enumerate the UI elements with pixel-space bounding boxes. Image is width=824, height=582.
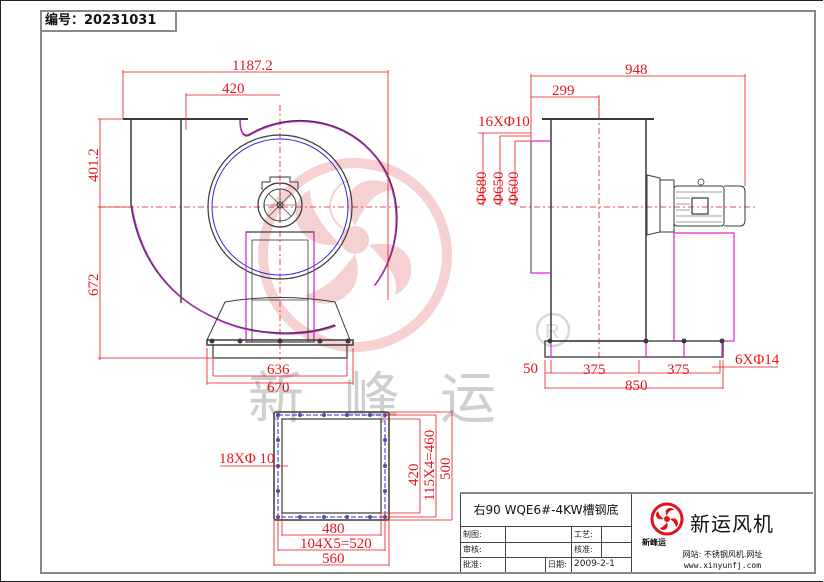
row-label-2: 日期:	[546, 557, 572, 572]
company-name: 新运风机	[690, 512, 774, 536]
dim-dia-outer: Φ680	[474, 172, 490, 205]
dim-base-outer: 670	[267, 380, 290, 396]
watermark-fan-logo	[258, 158, 452, 352]
dim-dia-mid: Φ650	[491, 172, 507, 205]
dim-flange-inner-height: 420	[406, 464, 422, 487]
dim-flange-outer-width: 560	[322, 551, 345, 567]
row-label: 批准:	[461, 557, 506, 572]
dim-base-holes: 6XΦ14	[735, 352, 780, 368]
dim-dia-inner: Φ600	[506, 172, 522, 205]
dim-base-span-1: 375	[583, 362, 606, 378]
dim-base-edge: 50	[523, 361, 538, 377]
dim-lower-height: 672	[86, 274, 102, 297]
dim-base-inner: 636	[267, 362, 290, 378]
row-label-2: 核准:	[572, 542, 602, 557]
row-label: 审核:	[461, 542, 506, 557]
drawing-number-value: 20231031	[84, 13, 157, 28]
front-view	[100, 105, 400, 360]
dim-base-total: 850	[625, 378, 648, 394]
dim-base-span-2: 375	[667, 362, 690, 378]
website-url: www.xinyunfj.com	[683, 561, 762, 570]
watermark-brand-text: 新峰运	[248, 367, 536, 432]
website-label: 网站: 不锈钢风机.网址	[682, 550, 763, 559]
dim-overall-length: 948	[625, 62, 648, 78]
dim-flange-holes: 18XΦ 10	[219, 451, 275, 467]
drawing-number-label: 编号：	[45, 13, 85, 28]
dim-flange-holes: 16XΦ10	[478, 114, 530, 130]
dim-flange-pitch-vertical: 115X4=460	[422, 430, 438, 501]
row-label-2: 工艺:	[572, 527, 602, 542]
side-view-dimensions	[478, 74, 778, 389]
dim-flange-pitch-horizontal: 104X5=520	[300, 536, 372, 552]
dim-overall-width: 1187.2	[232, 58, 273, 74]
title-block-row: 批准: 日期: 2009-2-1	[461, 557, 631, 572]
drawing-number-box: 编号：20231031	[40, 10, 177, 32]
front-view-dimensions	[98, 70, 389, 385]
svg-text:R: R	[545, 321, 559, 343]
dim-outlet-width: 420	[222, 81, 245, 97]
row-value	[506, 557, 546, 572]
row-label: 制图:	[461, 527, 506, 542]
company-block: 新峰运 新运风机 网站: 不锈钢风机.网址 www.xinyunfj.com	[632, 494, 813, 572]
brand-name: 新峰运	[642, 538, 666, 547]
side-view	[520, 100, 755, 360]
title-block-info: 右90 WQE6#-4KW槽钢底 制图: 工艺: 审核: 核准: 批准: 日期:…	[461, 494, 632, 572]
title-block-row: 审核: 核准:	[461, 542, 631, 558]
dim-inlet-offset: 299	[552, 83, 575, 99]
outlet-flange-dimensions	[220, 410, 453, 566]
model-title: 右90 WQE6#-4KW槽钢底	[461, 494, 631, 527]
row-value-2	[602, 527, 631, 542]
title-block-row: 制图: 工艺:	[461, 527, 631, 543]
dim-flange-outer-height: 500	[438, 458, 454, 481]
sheet-inner-border	[40, 10, 816, 574]
dim-flange-inner-width: 480	[322, 521, 345, 537]
date-value: 2009-2-1	[574, 559, 615, 569]
row-value-2	[602, 542, 631, 557]
title-block: 右90 WQE6#-4KW槽钢底 制图: 工艺: 审核: 核准: 批准: 日期:…	[460, 492, 813, 572]
watermark-registered-mark: R	[535, 312, 571, 348]
dim-upper-height: 401.2	[86, 148, 102, 182]
company-fan-logo-icon	[650, 502, 684, 536]
row-value	[506, 527, 572, 542]
row-value	[506, 542, 572, 557]
